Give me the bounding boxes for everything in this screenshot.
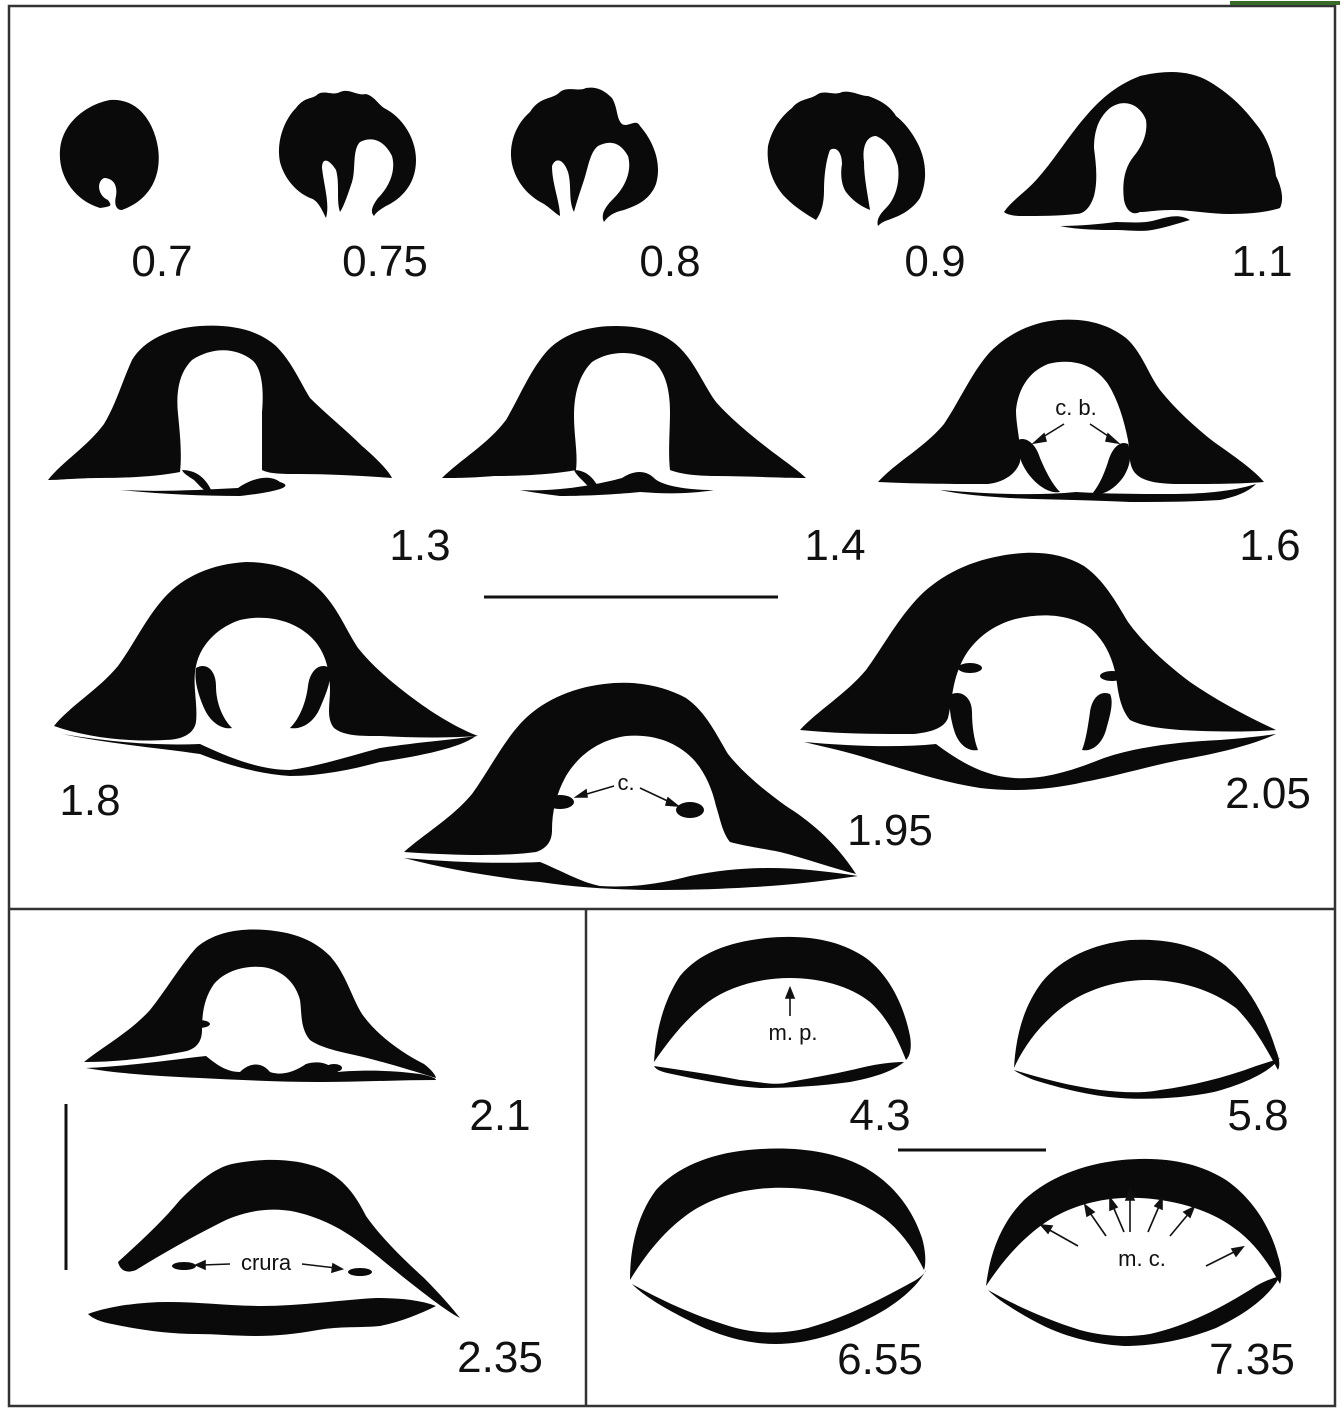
label-5-8: 5.8 — [1227, 1091, 1288, 1140]
label-2-35: 2.35 — [457, 1333, 543, 1382]
label-1-3: 1.3 — [389, 521, 450, 570]
label-1-4: 1.4 — [804, 521, 865, 570]
annotation-muscle-scars: m. c. — [1118, 1246, 1166, 1271]
label-2-1: 2.1 — [469, 1091, 530, 1140]
label-6-55: 6.55 — [837, 1335, 923, 1384]
label-1-6: 1.6 — [1239, 521, 1300, 570]
label-1-8: 1.8 — [59, 776, 120, 825]
annotation-crura: crura — [241, 1250, 292, 1275]
annotation-median-process: m. p. — [769, 1020, 818, 1045]
label-1-95: 1.95 — [847, 806, 933, 855]
label-0-9: 0.9 — [904, 237, 965, 286]
label-0-7: 0.7 — [131, 237, 192, 286]
annotation-crura-short: c. — [617, 770, 634, 795]
annotation-cardinal-bases: c. b. — [1055, 395, 1097, 420]
label-7-35: 7.35 — [1209, 1335, 1295, 1384]
label-0-75: 0.75 — [342, 237, 428, 286]
label-0-8: 0.8 — [639, 237, 700, 286]
label-2-05: 2.05 — [1225, 769, 1311, 818]
label-1-1: 1.1 — [1231, 237, 1292, 286]
label-4-3: 4.3 — [849, 1091, 910, 1140]
